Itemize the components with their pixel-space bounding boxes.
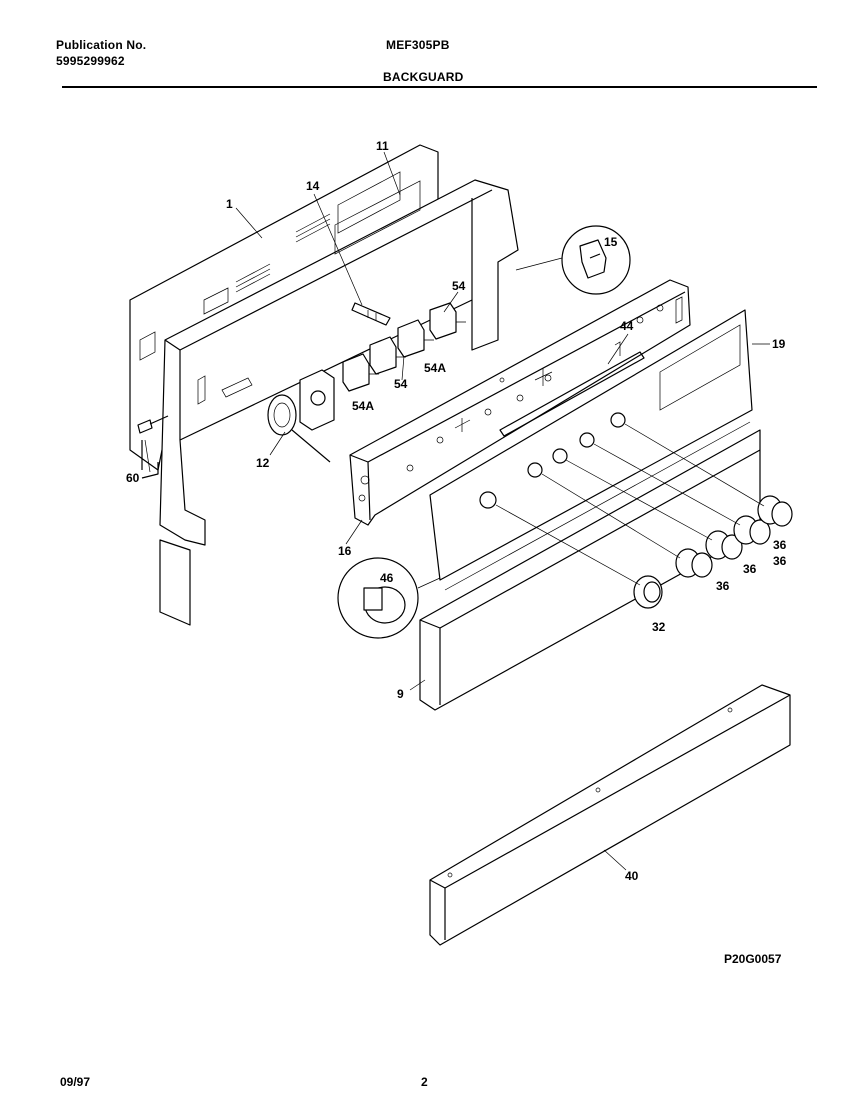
part-12-infinite-switch	[221, 369, 335, 463]
page-number: 2	[421, 1075, 428, 1089]
part-19-overlay	[429, 309, 753, 581]
part-44-trim	[499, 351, 645, 437]
part-36-knobs	[541, 423, 793, 578]
part-60-screw	[137, 415, 169, 479]
callout-36-b: 36	[773, 554, 787, 568]
model-number: MEF305PB	[386, 38, 450, 52]
side-end-cap	[159, 539, 191, 626]
callout-9: 9	[397, 687, 404, 701]
callout-16: 16	[338, 544, 352, 558]
part-14-wire-harness	[351, 302, 391, 326]
section-title: BACKGUARD	[383, 70, 464, 84]
header-rule	[62, 86, 817, 88]
figure-code: P20G0057	[724, 952, 782, 966]
leader-lines	[144, 151, 770, 871]
callout-44: 44	[620, 319, 634, 333]
callout-60: 60	[126, 471, 140, 485]
callout-36-a: 36	[773, 538, 787, 552]
callout-54a-a: 54A	[424, 361, 446, 375]
callout-15: 15	[604, 235, 618, 249]
callout-54-a: 54	[452, 279, 466, 293]
callout-19: 19	[772, 337, 786, 351]
part-46-knob-detail	[337, 557, 441, 639]
publication-number: 5995299962	[56, 54, 125, 68]
callout-54-b: 54	[394, 377, 408, 391]
callout-36-c: 36	[743, 562, 757, 576]
callout-32: 32	[652, 620, 666, 634]
publication-label: Publication No.	[56, 38, 147, 52]
callout-46: 46	[380, 571, 394, 585]
part-11-frame	[159, 179, 519, 546]
callout-36-d: 36	[716, 579, 730, 593]
callout-1: 1	[226, 197, 233, 211]
part-9-trim-panel	[419, 421, 761, 711]
part-54-switches	[342, 302, 466, 392]
part-32-knob	[495, 504, 663, 609]
callout-11: 11	[376, 139, 389, 153]
callout-12: 12	[256, 456, 270, 470]
part-40-lower-trim	[429, 684, 791, 946]
callout-54a-b: 54A	[352, 399, 374, 413]
callout-14: 14	[306, 179, 320, 193]
part-15-clip-detail	[515, 225, 631, 295]
callout-40: 40	[625, 869, 639, 883]
revision-date: 09/97	[60, 1075, 91, 1089]
